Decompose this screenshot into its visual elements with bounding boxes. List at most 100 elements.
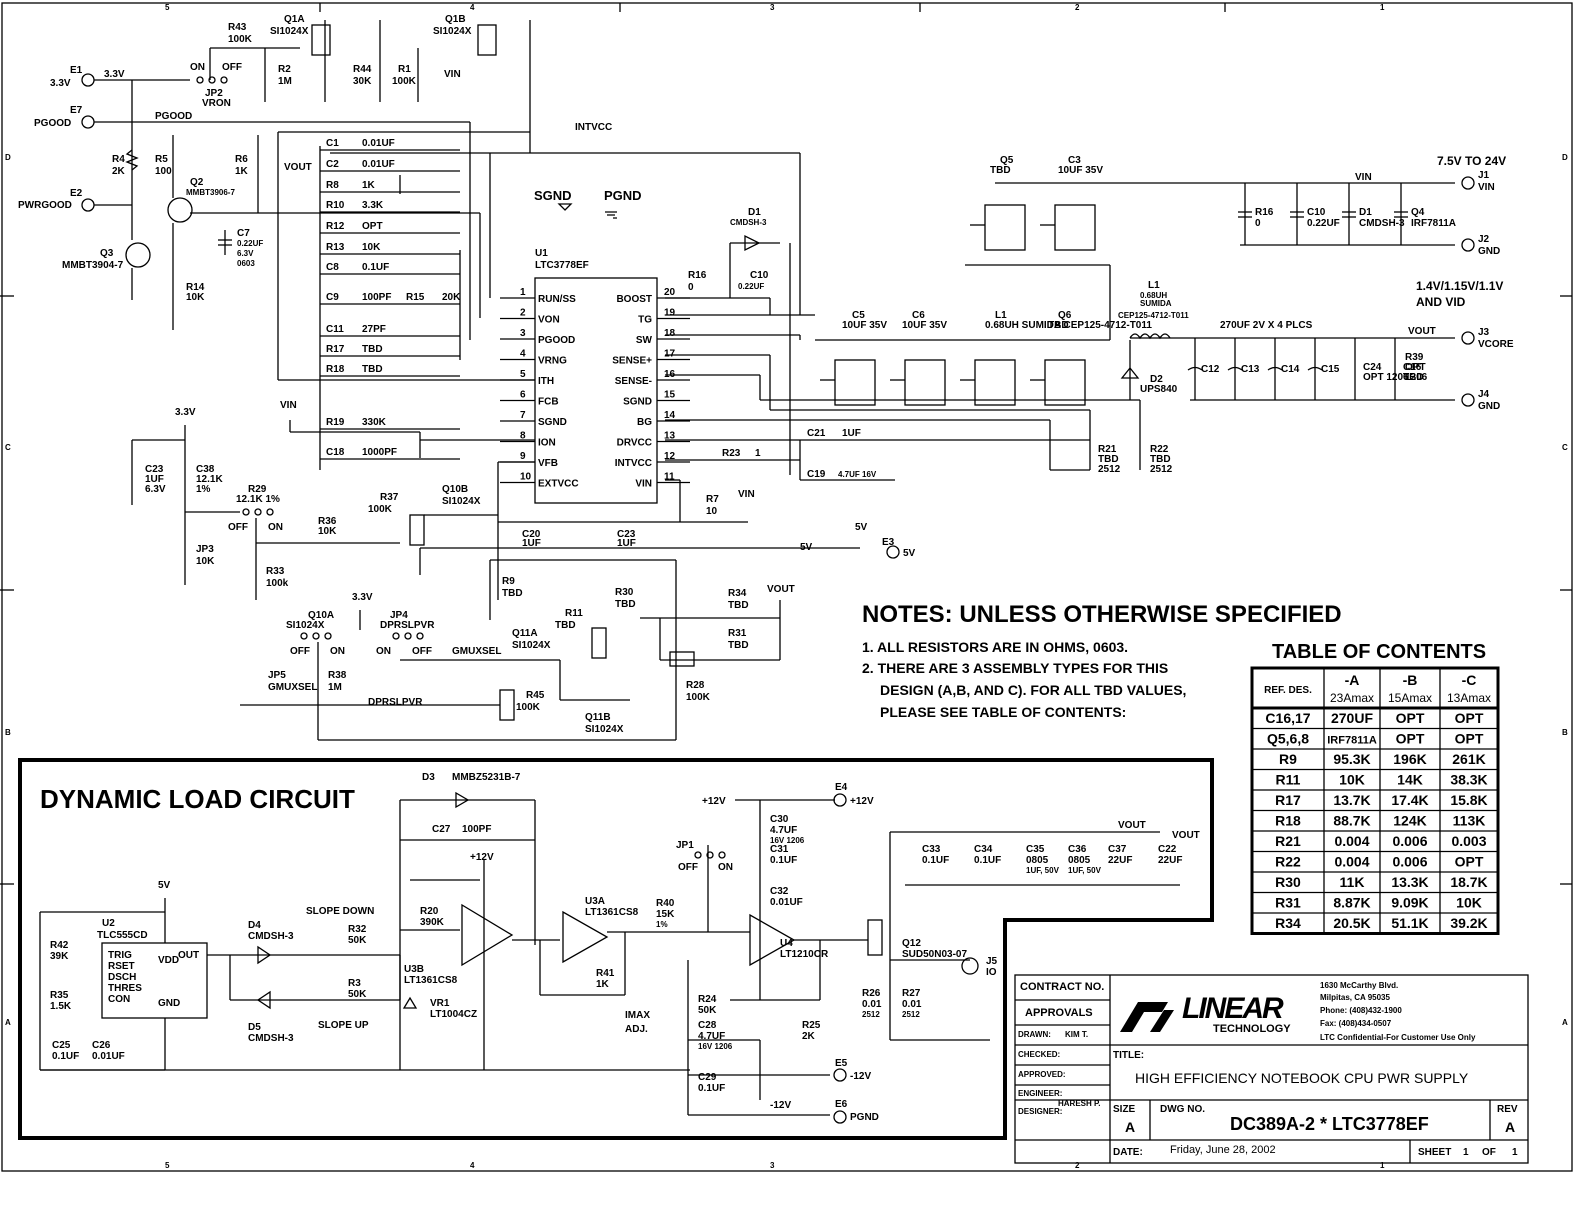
toc-cell: 11K: [1340, 874, 1365, 890]
svg-text:CEP125-4712-T011: CEP125-4712-T011: [1118, 311, 1189, 320]
u1-pin-name: TG: [638, 315, 652, 326]
toc-cell: OPT: [1455, 710, 1484, 726]
connector-label: J4: [1478, 389, 1490, 400]
left-passives: VIN VOUT: [230, 131, 535, 470]
component-val: 0.1UF: [698, 1083, 725, 1094]
toc-cell: 196K: [1393, 751, 1426, 767]
toc-cell: 261K: [1452, 751, 1485, 767]
svg-text:1UF: 1UF: [617, 538, 636, 549]
svg-text:TBD: TBD: [1098, 454, 1119, 465]
component-ref: R32: [348, 924, 367, 935]
vcore-spec: AND VID: [1416, 295, 1466, 309]
svg-text:R23: R23: [722, 448, 741, 459]
company-address: 1630 McCarthy Blvd.: [1320, 981, 1398, 990]
toc-cell: 95.3K: [1333, 751, 1370, 767]
toc-cell: 13.7K: [1333, 792, 1370, 808]
col-number: 2: [1075, 1161, 1080, 1170]
toc-subheader: 23Amax: [1330, 691, 1374, 705]
component-val: 0.68UH SUMIDA CEP125-4712-T011: [985, 320, 1152, 331]
component-ref: R10: [326, 200, 345, 211]
component-val: 1000PF: [362, 447, 397, 458]
u1-pin-name: DRVCC: [617, 438, 652, 449]
svg-text:D2: D2: [1150, 374, 1163, 385]
component-ref: Q5: [1000, 155, 1014, 166]
svg-text:0.68UH: 0.68UH: [1140, 291, 1167, 300]
component-val: MMBT3904-7: [62, 260, 124, 271]
connector-e7: [81, 115, 95, 129]
notes-line: 2. THERE ARE 3 ASSEMBLY TYPES FOR THIS: [862, 660, 1168, 676]
u1-section: U1 LTC3778EF SGND PGND: [534, 188, 658, 504]
component-ref: JP4: [390, 610, 408, 621]
component-ref: R16: [1255, 207, 1274, 218]
component-ref: R34: [728, 588, 747, 599]
component-val: 100K: [516, 702, 541, 713]
u1-pin-number: 4: [520, 349, 526, 360]
component-ref: JP1: [676, 840, 694, 851]
u2-pin: RSET: [108, 961, 135, 972]
row-letter: B: [5, 728, 11, 737]
toc-cell: 20.5K: [1333, 915, 1370, 931]
svg-text:SUMIDA: SUMIDA: [1140, 299, 1172, 308]
connector-label: E5: [835, 1058, 848, 1069]
component-val: 1UF, 50V: [1068, 866, 1102, 875]
row-letter: D: [5, 153, 11, 162]
frame-ticks: [0, 3, 1572, 885]
component-val: DPRSLPVR: [380, 620, 435, 631]
toc-block: TABLE OF CONTENTS REF. DES.-A23Amax-B15A…: [1250, 641, 1500, 935]
component-ref: R8: [326, 180, 339, 191]
svg-text:UPS840: UPS840: [1140, 384, 1178, 395]
svg-text:1UF: 1UF: [522, 538, 541, 549]
component-ref: R24: [698, 994, 717, 1005]
component-val: 27PF: [362, 324, 386, 335]
connector-label: E7: [70, 105, 83, 116]
component-ref: JP2: [205, 88, 223, 99]
engineer-name: HARESH P.: [1058, 1099, 1101, 1108]
u1-pin-name: VON: [538, 315, 560, 326]
component-ref: R31: [728, 628, 747, 639]
svg-text:1206: 1206: [1405, 372, 1428, 383]
component-ref: C35: [1026, 844, 1045, 855]
u2-pin: THRES: [108, 983, 142, 994]
cap-plate: [1227, 366, 1243, 371]
toc-cell: 39.2K: [1450, 915, 1487, 931]
svg-text:0: 0: [688, 282, 694, 293]
component-val: 10UF 35V: [902, 320, 947, 331]
component-ref: C2: [326, 159, 339, 170]
notes-line: PLEASE SEE TABLE OF CONTENTS:: [880, 704, 1126, 720]
component-val: 0.01: [862, 999, 882, 1010]
connector-j1: [1461, 176, 1475, 190]
svg-text:10: 10: [706, 506, 718, 517]
power-stage: J1 VIN 7.5V TO 24V VIN J2 GND 1.4V/1.15V…: [420, 154, 1514, 559]
title-label: TITLE:: [1113, 1050, 1144, 1061]
component-ref: R39: [1405, 352, 1424, 363]
u1-ref: U1: [535, 248, 548, 259]
control-circuit: 3.3V C23 1UF 6.3V C38 12.1K 1% R29 12.1K…: [131, 352, 1428, 741]
toc-header: -A: [1345, 672, 1360, 688]
mosfet-body: [904, 359, 946, 406]
net-label: INTVCC: [575, 122, 612, 133]
component-ref: Q2: [190, 177, 204, 188]
component-val: SUD50N03-07: [902, 949, 967, 960]
u2-pin: VDD: [158, 955, 179, 966]
toc-cell: 51.1K: [1391, 915, 1428, 931]
component-val: TBD: [615, 599, 636, 610]
net-label: 3.3V: [352, 592, 373, 603]
vin-range: 7.5V TO 24V: [1437, 154, 1506, 168]
component-ref: C16: [1403, 362, 1422, 373]
toc-cell: Q5,6,8: [1267, 731, 1309, 747]
component-ref: R19: [326, 417, 345, 428]
u1-pin-name: ITH: [538, 376, 554, 387]
component-val: 39K: [50, 951, 69, 962]
component-val: 0.22UF: [1307, 218, 1340, 229]
toc-cell: R22: [1275, 854, 1301, 870]
toc-cell: IRF7811A: [1327, 735, 1377, 747]
svg-text:C23: C23: [617, 529, 636, 540]
slope-label: SLOPE UP: [318, 1020, 369, 1031]
component-ref: R28: [686, 680, 705, 691]
sheet-value: 1: [1463, 1147, 1469, 1158]
component-val: OPT 1206: [1363, 372, 1409, 383]
mosfet-body: [1044, 359, 1086, 406]
toc-cell: R17: [1275, 792, 1301, 808]
component-ref: R30: [615, 587, 634, 598]
cap-plate: [1307, 366, 1323, 371]
